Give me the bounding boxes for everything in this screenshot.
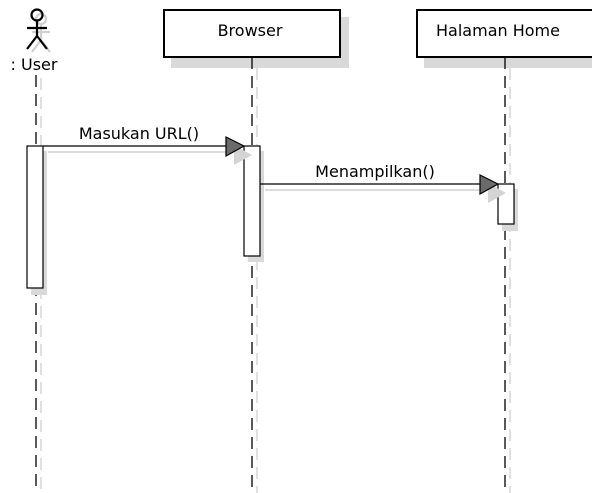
actor-user-label: : User: [11, 55, 58, 74]
arrowhead-icon: [225, 136, 246, 158]
activation-box: [243, 145, 261, 257]
activation-box: [26, 145, 44, 289]
message-menampilkan-label: Menampilkan(): [315, 162, 435, 181]
participant-browser-label: Browser: [218, 21, 283, 40]
actor-user[interactable]: : User: [11, 8, 58, 75]
stick-figure-icon: [26, 8, 48, 50]
message-menampilkan[interactable]: Menampilkan(): [260, 162, 506, 203]
participant-box: [163, 9, 341, 58]
arrowhead-icon: [479, 174, 500, 196]
participant-halaman-home[interactable]: Halaman Home: [416, 9, 592, 68]
activation-halaman-home[interactable]: [497, 183, 518, 231]
activation-browser[interactable]: [243, 145, 264, 262]
arrowhead-shadow: [488, 183, 506, 203]
message-masukan-url-label: Masukan URL(): [79, 124, 199, 143]
lifelines: [35, 57, 511, 493]
participant-halaman-home-label: Halaman Home: [436, 21, 560, 40]
message-masukan-url[interactable]: Masukan URL(): [43, 124, 252, 165]
participant-browser[interactable]: Browser: [163, 9, 349, 68]
arrowhead-shadow: [234, 145, 252, 165]
activation-user[interactable]: [26, 145, 47, 295]
